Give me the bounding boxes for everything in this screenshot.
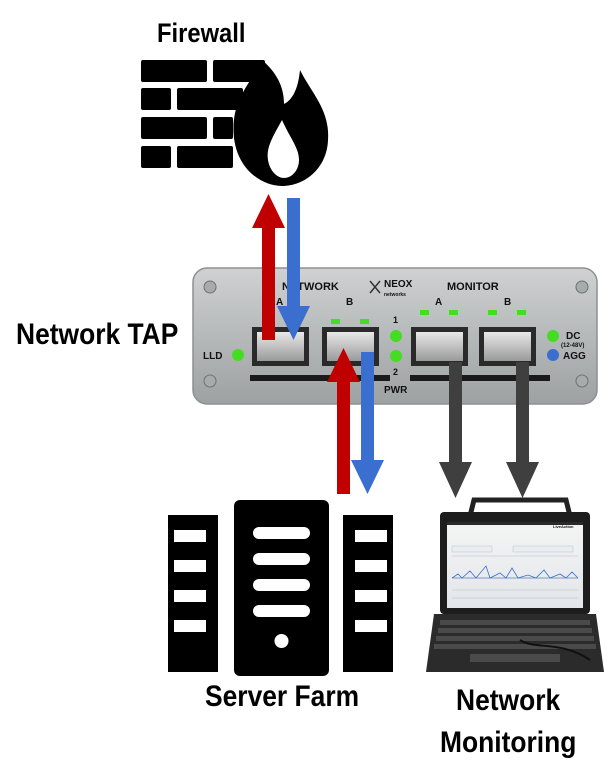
network-monitoring-label-line1: Network [456, 684, 561, 717]
monitoring-graph [451, 545, 579, 599]
network-tap-device: NETWORK MONITOR NEOX networks A B A B LL… [192, 267, 598, 405]
screw-icon [203, 280, 589, 388]
monitoring-screen [447, 522, 583, 608]
tap-port-monitor-a-label: A [435, 297, 442, 308]
arrow-up-red-tap-to-firewall [252, 194, 285, 340]
tap-pwr-label: PWR [384, 385, 408, 396]
server-farm-label: Server Farm [205, 680, 360, 713]
server-farm-icon [168, 500, 393, 676]
network-monitoring-label-line2: Monitoring [440, 726, 577, 759]
agg-led [547, 349, 559, 361]
dc-led [547, 330, 559, 342]
neox-logo-icon [369, 280, 381, 294]
pwr2-led [390, 350, 402, 362]
tap-dc-range-label: (12-48V) [561, 343, 584, 349]
firewall-label: Firewall [157, 18, 246, 48]
pwr1-led [390, 330, 402, 342]
tap-section-monitor: MONITOR [447, 281, 499, 293]
network-tap-label: Network TAP [16, 318, 179, 351]
tap-dc-label: DC [566, 331, 580, 342]
tap-brand: NEOX [384, 279, 413, 290]
laptop-app-name: LiveAction [553, 524, 574, 529]
arrow-up-red-server-to-tap [327, 348, 360, 494]
tap-lld-label: LLD [203, 351, 222, 362]
cable-rail-monitor [410, 375, 550, 381]
monitoring-laptop-icon: LiveAction [426, 497, 604, 672]
tap-port-network-b-label: B [346, 297, 353, 308]
arrow-down-grey-monitor-a [439, 362, 472, 498]
firewall-icon [141, 60, 329, 186]
arrow-down-blue-firewall-to-tap [277, 198, 310, 340]
cable-rail-network [250, 375, 390, 381]
tap-agg-label: AGG [563, 351, 586, 362]
lld-led [232, 349, 244, 361]
arrow-down-blue-tap-to-server [351, 352, 384, 494]
sfp-port-monitor-a [411, 327, 468, 366]
tap-port-network-a-label: A [276, 297, 283, 308]
tap-port-monitor-b-label: B [504, 297, 511, 308]
tap-brand-sub: networks [384, 292, 406, 298]
keyboard-keys [434, 620, 596, 662]
sfp-port-monitor-b [479, 327, 536, 366]
tap-pwr2-label: 2 [393, 367, 398, 377]
sfp-port-network-a [252, 327, 309, 366]
arrow-down-grey-monitor-b [506, 362, 539, 498]
tap-pwr1-label: 1 [393, 315, 398, 325]
